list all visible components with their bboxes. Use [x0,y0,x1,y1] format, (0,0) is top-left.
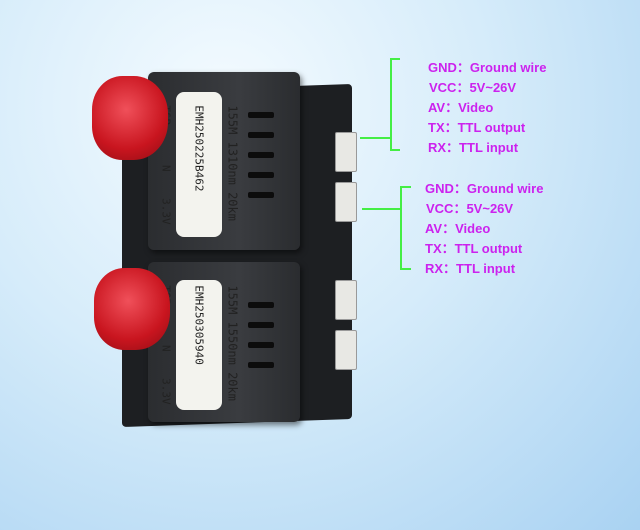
connector-bottom-1 [335,280,357,320]
bracket-line [390,58,392,151]
annotation-av: AV：Video [425,221,491,236]
bracket-line [390,149,400,151]
vent-slot [248,362,274,368]
connector-top-1 [335,132,357,172]
connector-housing [335,182,357,222]
vent-slot [248,322,274,328]
bracket-line [400,268,411,270]
fiber-module-bottom: 155M 1550nm 20km EMH250305940 T&R N 3.3V [148,262,300,422]
annotation-gnd: GND：Ground wire [428,60,547,75]
module-label: 155M 1550nm 20km EMH250305940 T&R N 3.3V [160,280,240,410]
vent-slot [248,152,274,158]
connector-housing [335,330,357,370]
bracket-line [362,208,402,210]
fiber-connector-cap-top [92,76,168,160]
label-line-1: 155M 1550nm 20km [225,285,240,401]
bracket-line [360,137,392,139]
annotation-vcc: VCC：5V~26V [429,80,517,95]
vent-slot [248,132,274,138]
connector-top-2 [335,182,357,222]
label-line-2: EMH250225B462 [192,104,206,191]
label-line-2: EMH250305940 [192,285,206,365]
fiber-connector-cap-bottom [94,268,170,350]
annotation-gnd: GND：Ground wire [425,181,544,196]
vent-slot [248,302,274,308]
vent-slot [248,342,274,348]
annotation-rx: RX：TTL input [425,261,516,276]
annotation-av: AV：Video [428,100,494,115]
module-label: 155M 1310nm 20km EMH250225B462 T&R N 3.3… [160,92,240,237]
bracket-line [390,58,400,60]
connector-housing [335,280,357,320]
vent-slot [248,172,274,178]
bracket-line [400,186,402,270]
label-line-1: 155M 1310nm 20km [225,104,240,221]
annotation-tx: TX：TTL output [428,120,526,135]
vent-slot [248,192,274,198]
connector-housing [335,132,357,172]
vent-slot [248,112,274,118]
annotation-rx: RX：TTL input [428,140,519,155]
bracket-line [400,186,411,188]
connector-bottom-2 [335,330,357,370]
annotation-tx: TX：TTL output [425,241,523,256]
fiber-module-top: 155M 1310nm 20km EMH250225B462 T&R N 3.3… [148,72,300,250]
annotation-vcc: VCC：5V~26V [426,201,514,216]
